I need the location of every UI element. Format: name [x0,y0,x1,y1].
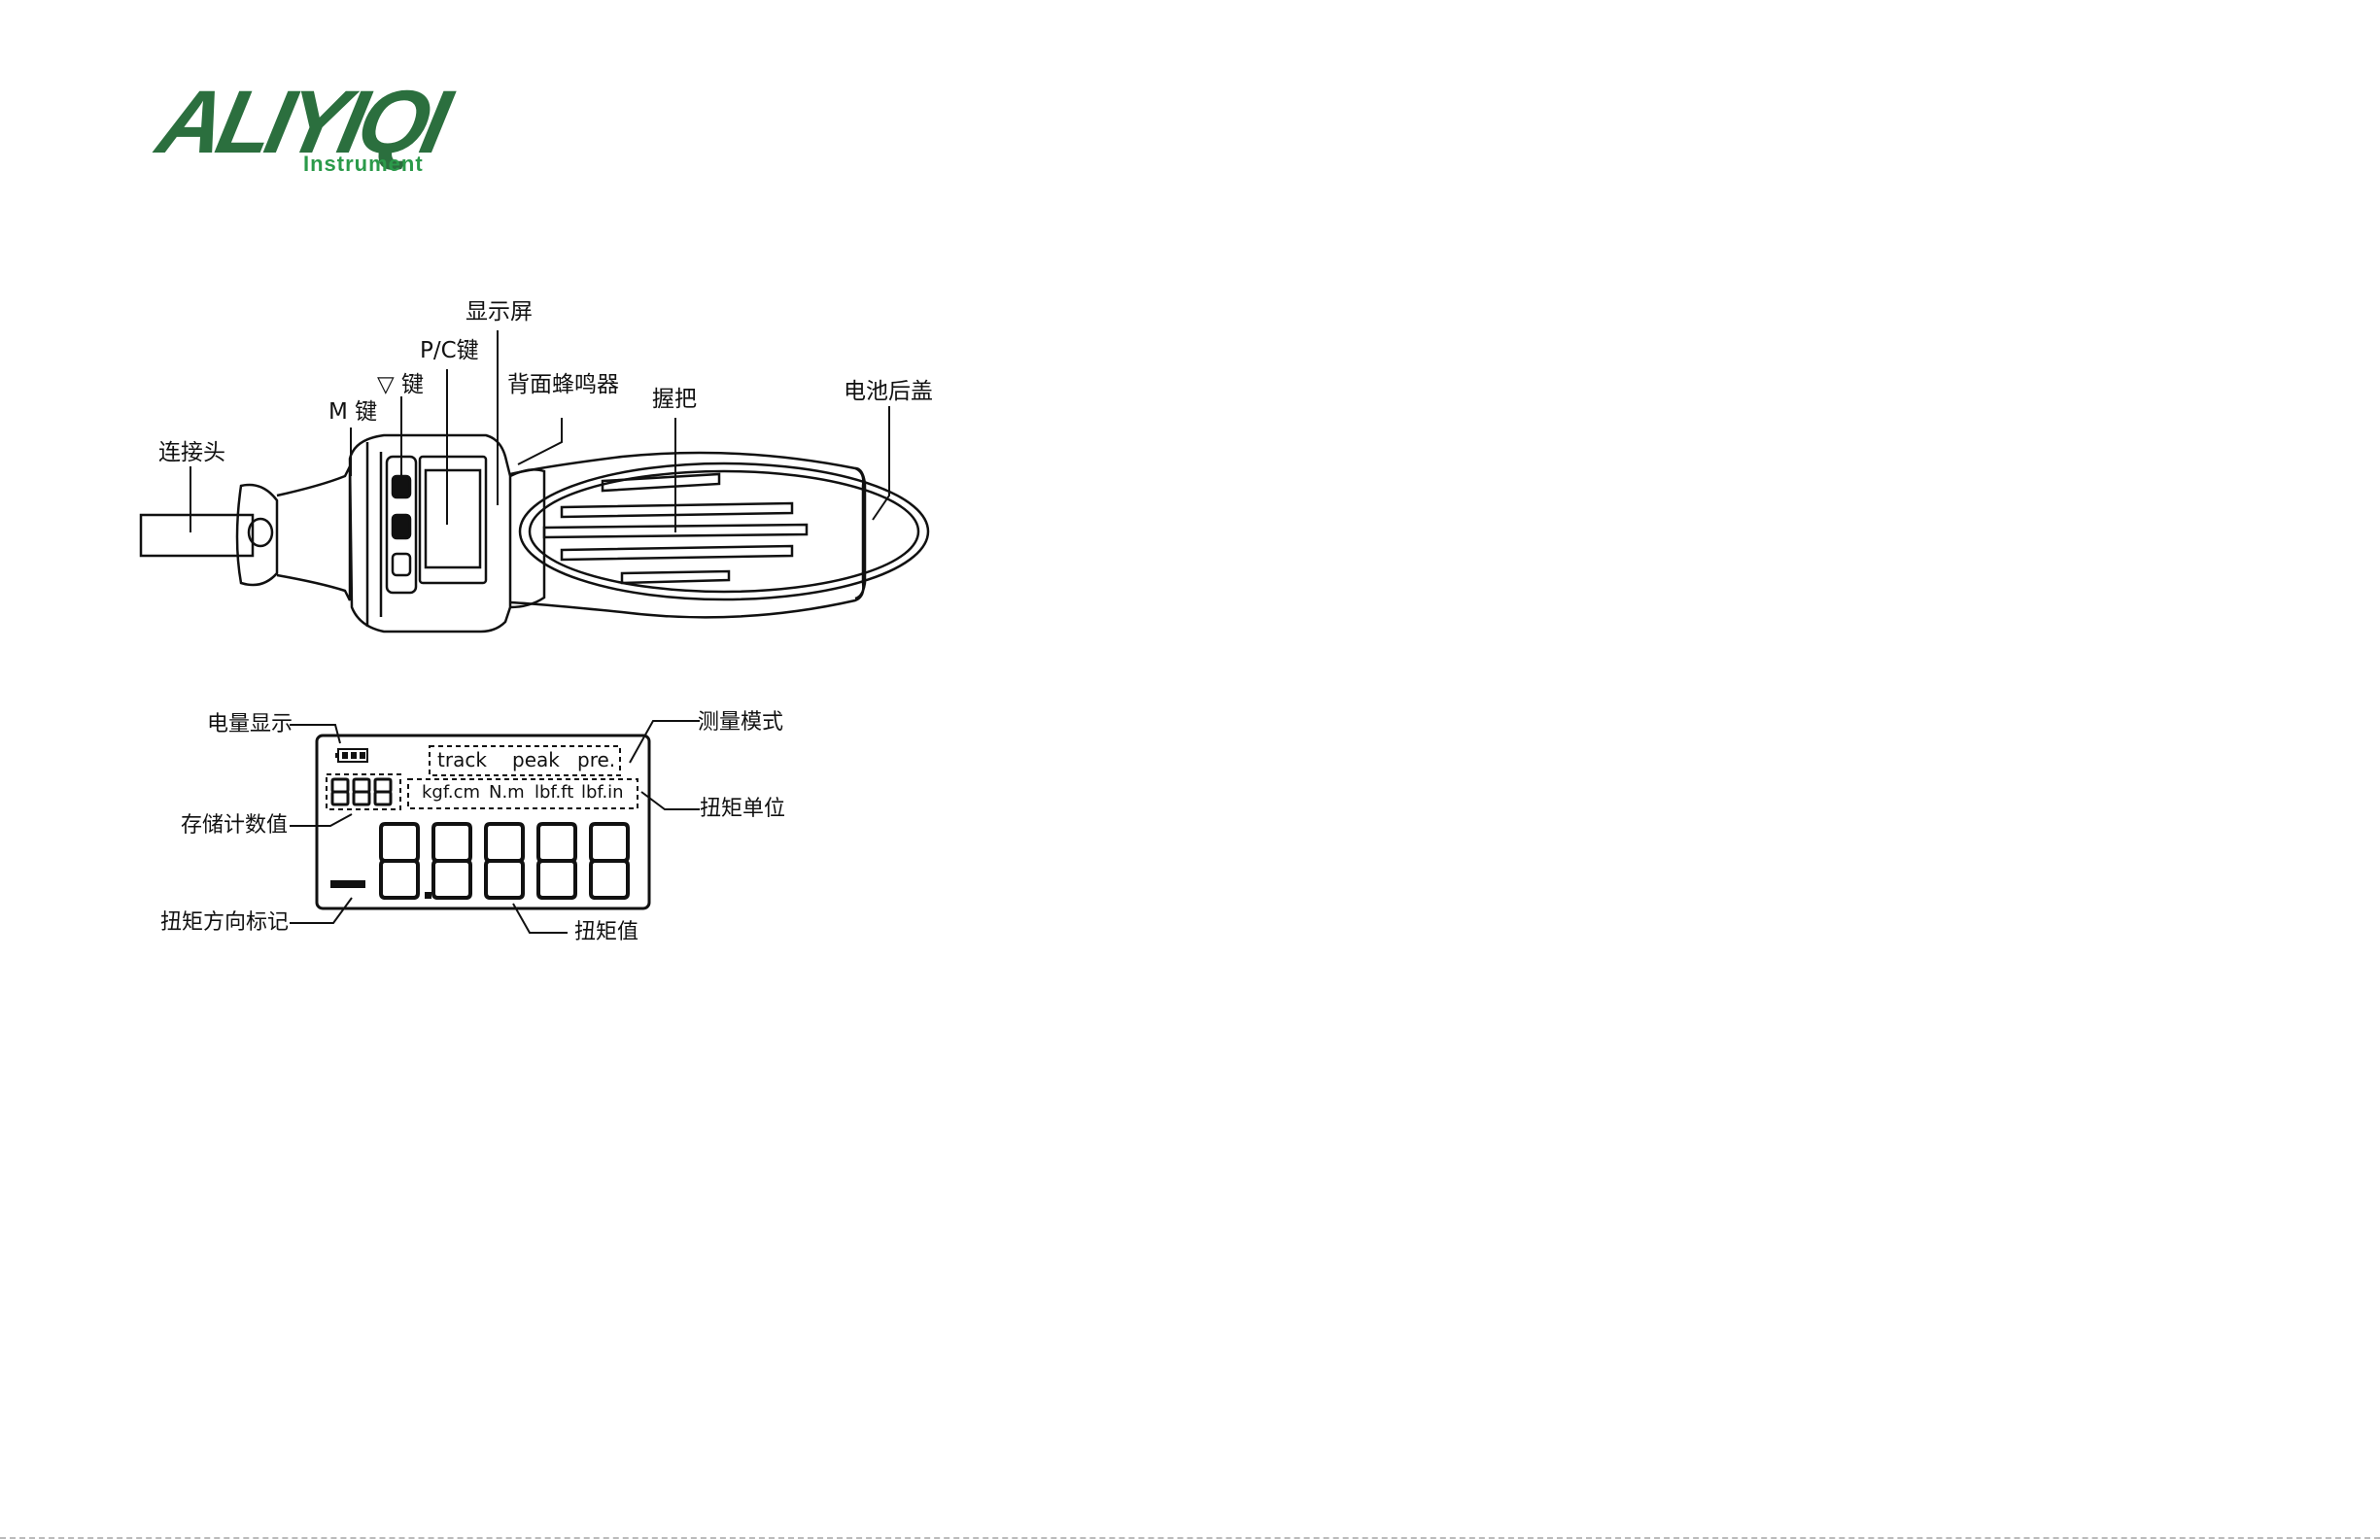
lcd-unit-kgfcm: kgf.cm [422,784,480,802]
lcd-mode-peak: peak [512,750,560,770]
reading-digit [538,824,575,898]
battery-icon [335,749,367,762]
label-count: 存储计数值 [181,815,288,837]
label-direction: 扭矩方向标记 [160,912,289,934]
counter-digit [332,779,348,804]
bottom-dashed-divider [0,1537,2380,1539]
label-torque-value: 扭矩值 [574,922,638,943]
reading-digit [381,824,418,898]
direction-sign [330,880,365,888]
lcd-unit-lbfin: lbf.in [581,784,624,802]
reading-digit [591,824,628,898]
reading-digit [486,824,523,898]
reading-digit [433,824,470,898]
reading-digits [381,824,628,899]
lcd-mode-pre: pre. [577,750,615,770]
label-unit: 扭矩单位 [700,799,785,820]
lcd-unit-lbfft: lbf.ft [535,784,573,802]
label-mode: 测量模式 [698,712,783,734]
lcd-unit-nm: N.m [489,784,525,802]
label-battery-indicator: 电量显示 [207,714,293,736]
counter-digits [332,779,391,804]
counter-digit [375,779,391,804]
counter-digit [354,779,369,804]
reading-decimal-point [425,892,431,899]
lcd-mode-track: track [437,750,487,770]
